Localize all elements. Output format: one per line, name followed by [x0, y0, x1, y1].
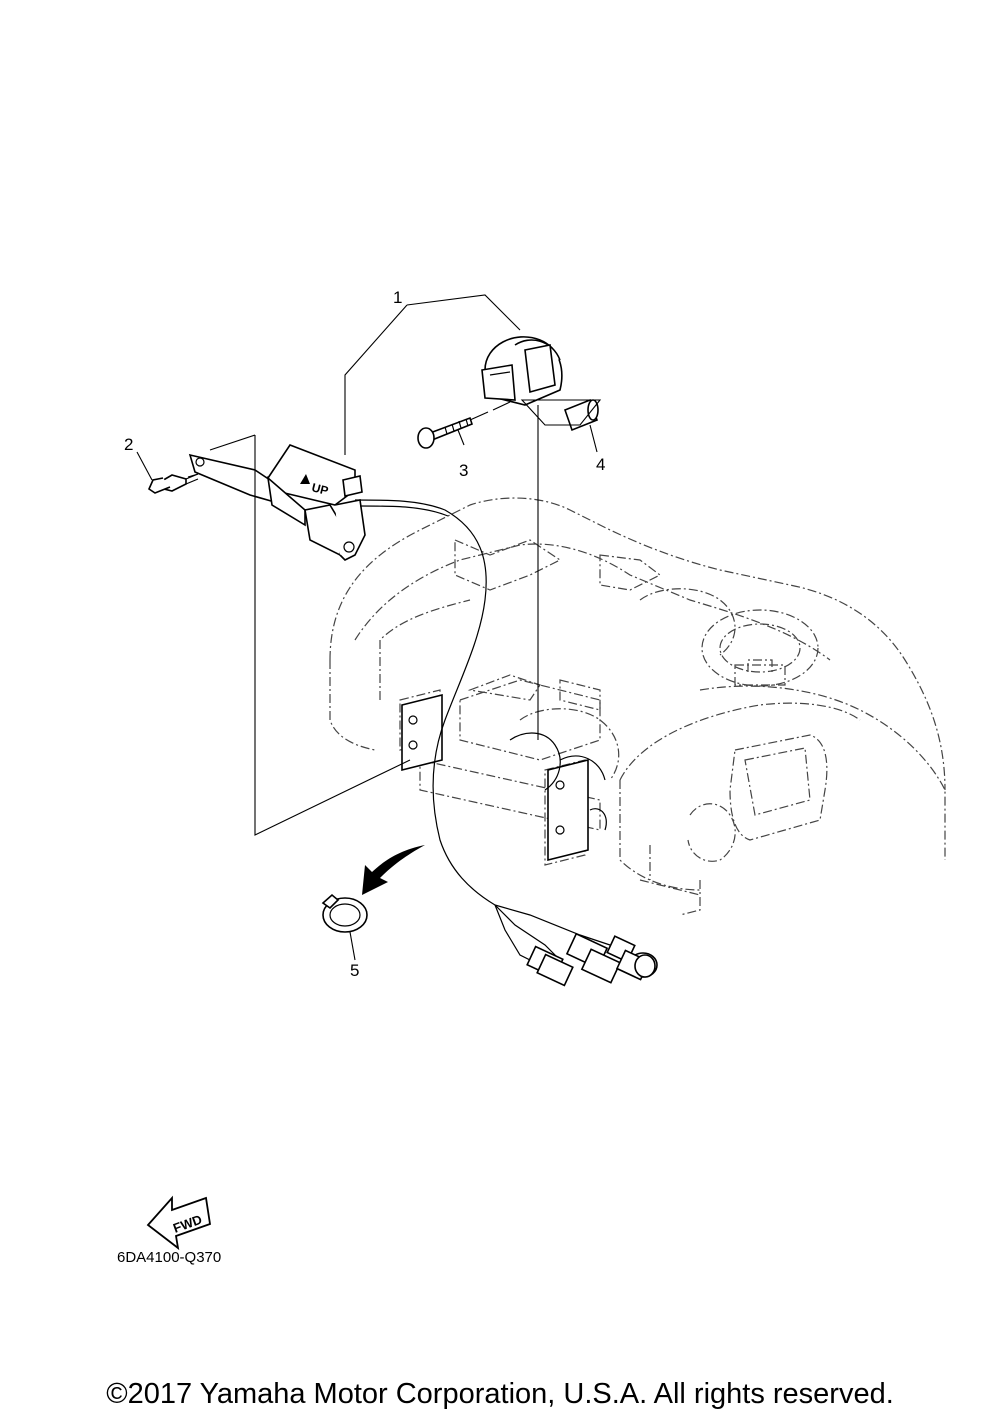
- sensor-wire: [354, 499, 496, 906]
- callout-4: 4: [596, 455, 605, 474]
- copyright-notice: ©2017 Yamaha Motor Corporation, U.S.A. A…: [106, 1378, 894, 1410]
- trim-sensor-part: UP: [188, 444, 366, 561]
- callout-2: 2: [124, 435, 133, 454]
- direction-arrow: [362, 845, 425, 895]
- engine-bracket-outline: [329, 497, 946, 916]
- band-clamp-part: [321, 893, 368, 933]
- diagram-code: 6DA4100-Q370: [117, 1249, 221, 1266]
- callout-1: 1: [393, 288, 402, 307]
- screw-part: [147, 473, 199, 494]
- harness-connectors: [494, 904, 658, 987]
- up-label: UP: [310, 480, 330, 498]
- callout-3: 3: [459, 461, 468, 480]
- magnet-holder-part: [481, 336, 563, 406]
- forward-arrow-icon: FWD: [146, 1195, 212, 1251]
- mount-blocks: [401, 693, 607, 862]
- bolt-part: [417, 416, 473, 449]
- leader-lines: [136, 294, 602, 961]
- callout-5: 5: [350, 961, 359, 980]
